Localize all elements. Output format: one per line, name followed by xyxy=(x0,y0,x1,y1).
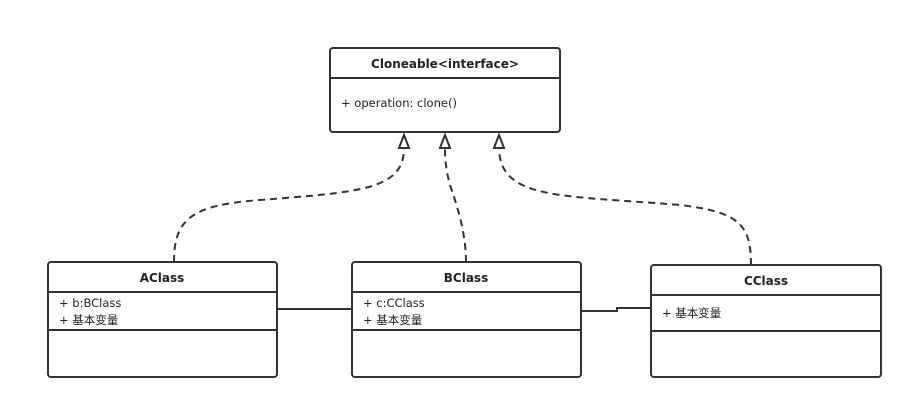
class-operation: + operation: clone() xyxy=(341,96,457,110)
realization-arrowhead-c xyxy=(492,132,506,149)
class-attribute: + 基本变量 xyxy=(363,313,422,327)
class-title: CClass xyxy=(744,274,788,288)
class-cclass[interactable]: CClass + 基本变量 xyxy=(650,264,882,378)
class-attribute: + c:CClass xyxy=(363,296,425,310)
realization-arrowhead-a xyxy=(397,132,411,149)
realization-bclass-cloneable xyxy=(444,147,467,263)
association-bclass-cclass xyxy=(581,307,651,312)
class-attribute: + 基本变量 xyxy=(59,313,118,327)
class-bclass[interactable]: BClass + c:CClass + 基本变量 xyxy=(351,261,582,378)
realization-aclass-cloneable xyxy=(173,147,405,263)
class-title: Cloneable<interface> xyxy=(371,57,519,71)
class-title: AClass xyxy=(140,271,185,285)
class-attribute: + b:BClass xyxy=(59,296,121,310)
class-attribute: + 基本变量 xyxy=(662,306,721,320)
realization-arrowhead-b xyxy=(438,132,452,149)
class-aclass[interactable]: AClass + b:BClass + 基本变量 xyxy=(47,261,278,378)
class-title: BClass xyxy=(444,271,488,285)
realization-cclass-cloneable xyxy=(498,147,752,266)
class-cloneable[interactable]: Cloneable<interface> + operation: clone(… xyxy=(329,47,561,133)
